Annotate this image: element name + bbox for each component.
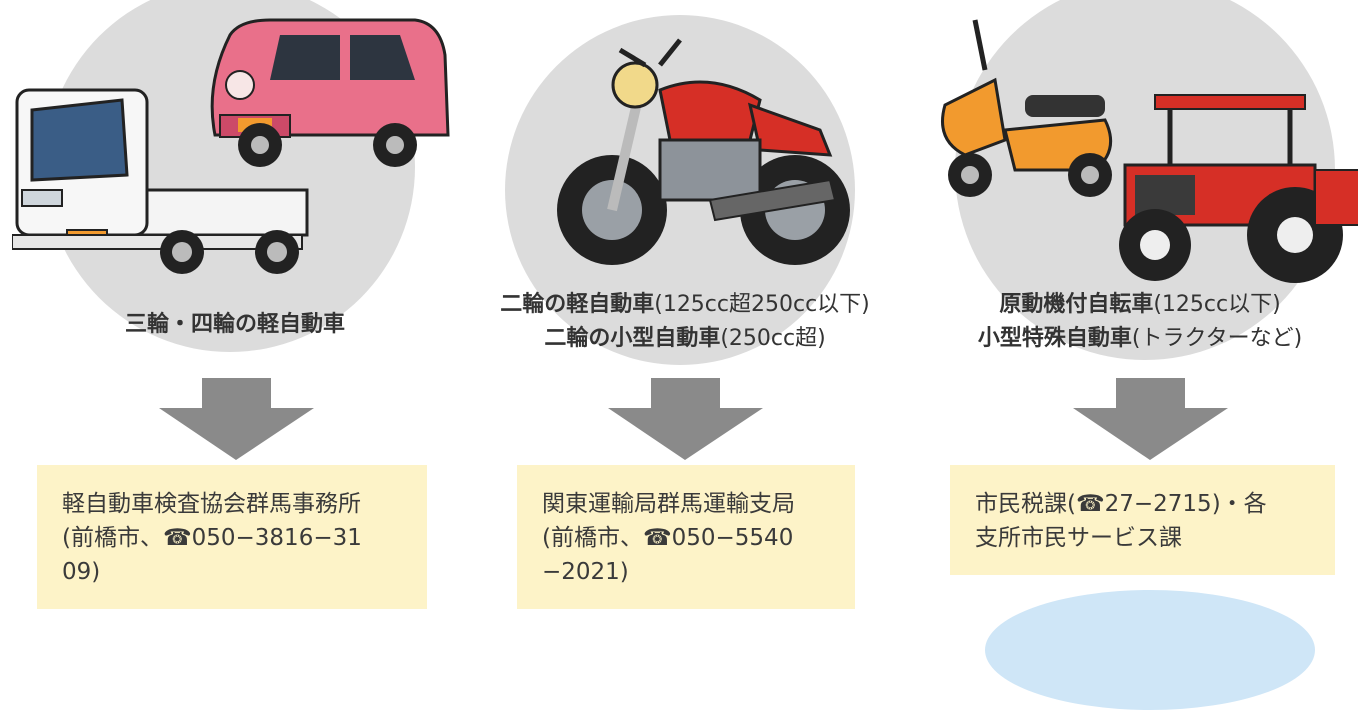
kei-caption: 三輪・四輪の軽自動車 bbox=[124, 312, 345, 337]
kei-truck-icon bbox=[12, 88, 309, 274]
office-line: 市民税課(☎27−2715)・各 bbox=[975, 491, 1267, 517]
decorative-blue-circle bbox=[985, 590, 1315, 710]
office-line: 関東運輸局群馬運輸支局 bbox=[542, 491, 795, 517]
down-arrow-icon bbox=[608, 378, 763, 460]
office-line: 支所市民サービス課 bbox=[975, 525, 1182, 551]
office-line: (前橋市、☎050−5540 bbox=[542, 525, 794, 551]
tractor-icon bbox=[1119, 94, 1358, 283]
down-arrow-icon bbox=[159, 378, 314, 460]
motorcycle-icon bbox=[557, 38, 850, 265]
down-arrow-icon bbox=[1073, 378, 1228, 460]
moto-office-box: 関東運輸局群馬運輸支局 (前橋市、☎050−5540 −2021) bbox=[517, 465, 855, 609]
kei-office-box: 軽自動車検査協会群馬事務所 (前橋市、☎050−3816−31 09) bbox=[37, 465, 427, 609]
office-line: 09) bbox=[62, 559, 101, 585]
office-line: 軽自動車検査協会群馬事務所 bbox=[62, 491, 361, 517]
moped-caption: 原動機付自転車(125cc以下) 小型特殊自動車(トラクターなど) bbox=[977, 292, 1303, 351]
office-line: −2021) bbox=[542, 559, 629, 585]
office-line: (前橋市、☎050−3816−31 bbox=[62, 525, 362, 551]
moto-caption: 二輪の軽自動車(125cc超250cc以下) 二輪の小型自動車(250cc超) bbox=[500, 292, 870, 351]
pink-car-icon bbox=[210, 18, 450, 167]
moped-office-box: 市民税課(☎27−2715)・各 支所市民サービス課 bbox=[950, 465, 1335, 575]
scooter-icon bbox=[941, 19, 1113, 197]
